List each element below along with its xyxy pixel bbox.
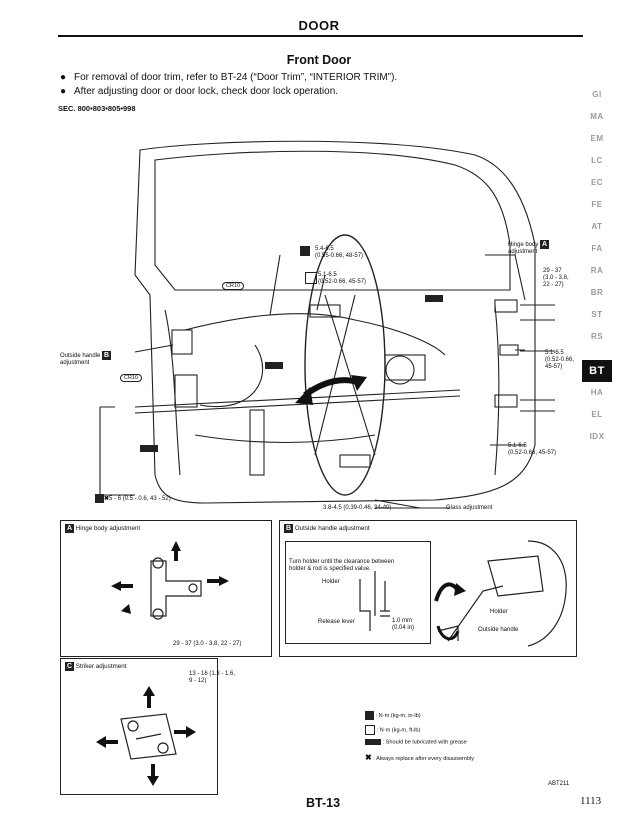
page-subtitle: Front Door: [286, 53, 352, 67]
outside-handle-label: Outside handle B adjustment: [60, 351, 112, 367]
section-tab-at[interactable]: AT: [591, 222, 603, 231]
torque-label-hinge: 29 - 37 (3.0 - 3.8, 22 - 27): [543, 268, 569, 288]
section-tab-ra[interactable]: RA: [590, 266, 604, 275]
callout-a-badge: A: [540, 240, 550, 249]
torque-label-bottom-left: ✖5 - 6 (0.5 - 0.6, 43 - 52): [95, 494, 171, 503]
detail-b-instruction: Turn holder until the clearance between …: [289, 559, 395, 572]
window-frame-inner: [154, 150, 511, 291]
note-1-text: For removal of door trim, refer to BT-24…: [74, 72, 398, 83]
outside-handle-drawing: [434, 540, 567, 647]
section-tab-bt[interactable]: BT: [582, 360, 612, 382]
section-tab-st[interactable]: ST: [591, 310, 603, 319]
striker-adjust-drawing: [96, 686, 196, 786]
detail-b-holder-right: Holder: [490, 609, 508, 615]
hinge-body-label-text: Hinge body: [508, 242, 539, 248]
section-tab-el[interactable]: EL: [591, 410, 603, 419]
detail-a-panel: A Hinge body adjustment 29 - 37 (3.0 - 3…: [60, 520, 272, 657]
detail-b-outside-handle: Outside handle: [478, 627, 519, 633]
section-tab-lc[interactable]: LC: [591, 156, 603, 165]
side-impact-beam: [134, 389, 461, 414]
legend-grease-text: : Should be lubricated with grease: [382, 739, 467, 746]
note-1: ●For removal of door trim, refer to BT-2…: [60, 72, 398, 83]
hinge-adjust-drawing: [111, 541, 229, 620]
detail-c-torque: 13 - 16 (1.3 - 1.6, 9 - 12): [189, 671, 236, 684]
detail-b-clearance: 1.0 mm (0.04 in): [392, 618, 415, 631]
detail-b-panel: B Outside handle adjustment Turn holder …: [279, 520, 577, 657]
detail-c-header: C Striker adjustment: [65, 662, 127, 671]
detail-b-release-lever: Release lever: [318, 619, 355, 625]
section-tab-em[interactable]: EM: [590, 134, 604, 143]
outside-handle-label-sub: adjustment: [60, 360, 90, 366]
section-tab-idx[interactable]: IDX: [589, 432, 605, 441]
detail-b-header: B Outside handle adjustment: [284, 524, 370, 533]
replace-icon: ✖: [365, 753, 372, 762]
section-tab-gi[interactable]: GI: [592, 90, 602, 99]
door-lock-assembly: [174, 374, 198, 408]
holder-clearance-drawing: [359, 571, 390, 631]
note-2: ●After adjusting door or door lock, chec…: [60, 86, 339, 97]
section-tab-ec[interactable]: EC: [590, 178, 604, 187]
torque-label-bottom-center: 3.8-4.5 (0.39-0.46, 34-40): [323, 505, 392, 511]
nm-inlb-icon: [365, 711, 374, 720]
legend-nm-ftlb: : N·m (kg-m, ft-lb): [365, 725, 420, 735]
sec-reference: SEC. 800•803•805•998: [58, 104, 136, 113]
nm-inlb-icon: [95, 494, 104, 503]
section-tab-ha[interactable]: HA: [590, 388, 604, 397]
hinge-body-label: Hinge body A adjustment: [508, 240, 550, 256]
door-outline: [134, 140, 536, 504]
detail-b-badge: B: [284, 524, 293, 533]
detail-a-badge: A: [65, 524, 74, 533]
cr-badge-top: CR10: [222, 282, 245, 290]
glass-move-arrow: [303, 377, 362, 398]
hinge-body-label-sub: adjustment: [508, 249, 538, 255]
detail-c-title: Striker adjustment: [75, 663, 127, 670]
glass-adjustment-label: Glass adjustment: [446, 505, 493, 511]
cr-badge-left: CR10: [120, 374, 143, 382]
torque-label-lower-right: 5.1-6.5 (0.52-0.66, 45-57): [508, 443, 557, 456]
detail-a-torque: 29 - 37 (3.0 - 3.8, 22 - 27): [173, 641, 242, 647]
sheet-number: 1113: [580, 795, 602, 807]
figure-code: ABT211: [548, 781, 570, 787]
detail-c-panel: C Striker adjustment 13 - 16 (1.3 - 1.6,…: [60, 658, 235, 795]
legend-nm-inlb-text: : N·m (kg-m, in-lb): [375, 712, 421, 719]
section-tab-rs[interactable]: RS: [590, 332, 604, 341]
detail-b-holder: Holder: [322, 579, 340, 585]
torque-label-bottom-left-text: 5 - 6 (0.5 - 0.6, 43 - 52): [109, 496, 171, 503]
section-tab-fa[interactable]: FA: [591, 244, 603, 253]
page-number: BT-13: [306, 796, 341, 810]
outside-handle-label-text: Outside handle: [60, 353, 101, 359]
detail-b-title: Outside handle adjustment: [294, 525, 370, 532]
detail-a-header: A Hinge body adjustment: [65, 524, 140, 533]
regulator-motor: [385, 355, 415, 385]
torque-label-top: 5.4-6.5 (0.55-0.66, 48-57): [315, 246, 364, 259]
legend-grease: : Should be lubricated with grease: [365, 739, 467, 745]
legend-replace: ✖ : Always replace after every disassemb…: [365, 753, 474, 762]
section-title: DOOR: [298, 18, 340, 33]
callout-b-badge: B: [102, 351, 112, 360]
detail-c-badge: C: [65, 662, 74, 671]
door-exploded-diagram: [99, 140, 555, 509]
grease-icon: [365, 739, 381, 745]
replace-icon: ✖: [104, 496, 110, 503]
legend-nm-ftlb-text: : N·m (kg-m, ft-lb): [376, 727, 421, 734]
nm-inlb-icon: [300, 246, 310, 256]
section-tab-br[interactable]: BR: [590, 288, 604, 297]
detail-a-title: Hinge body adjustment: [75, 525, 141, 532]
detail-b-inset: Turn holder until the clearance between …: [285, 541, 431, 644]
torque-label-right: 5.1-6.5 (0.52-0.66, 45-57): [545, 350, 575, 370]
nm-ftlb-icon: [365, 725, 375, 735]
torque-label-mid: 5.1-6.5 (0.52-0.66, 45-57): [318, 272, 367, 285]
header-rule: [58, 35, 583, 37]
section-tab-fe[interactable]: FE: [591, 200, 603, 209]
note-2-text: After adjusting door or door lock, check…: [74, 86, 339, 97]
section-tab-ma[interactable]: MA: [590, 112, 604, 121]
regulator-rail: [314, 294, 376, 456]
legend-replace-text: : Always replace after every disassembly: [373, 756, 474, 762]
legend-nm-inlb: : N·m (kg-m, in-lb): [365, 711, 421, 720]
nm-ftlb-icon: [305, 272, 317, 284]
